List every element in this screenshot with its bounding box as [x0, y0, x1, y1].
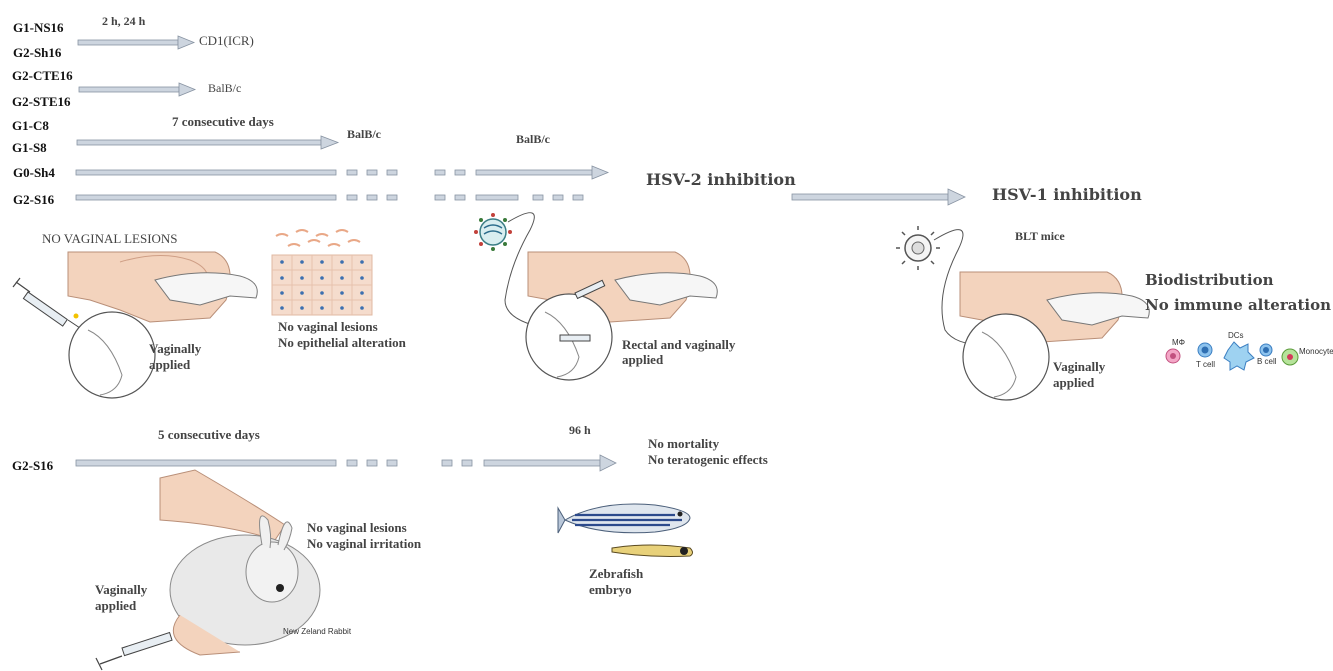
group-label-g2-ste16: G2-STE16 [12, 94, 71, 109]
label-hsv1-inhibition: HSV-1 inhibition [992, 185, 1142, 204]
heading-no-vaginal-lesions: NO VAGINAL LESIONS [42, 231, 178, 246]
virus-hsv1-icon [896, 226, 940, 270]
label-7-consecutive-days: 7 consecutive days [172, 114, 274, 129]
arrow-balbc-1 [78, 82, 197, 97]
connector-line-hsv1 [933, 229, 986, 346]
label-monocyte: Monocyte [1299, 347, 1333, 356]
label-5-consecutive-days: 5 consecutive days [158, 427, 260, 442]
label-balbc-1: BalB/c [208, 81, 242, 95]
group-label-g2-s16: G2-S16 [13, 192, 55, 207]
label-tissue-line1: No vaginal lesions [278, 319, 378, 334]
label-rabbit-line1: No vaginal lesions [307, 520, 407, 535]
label-b-cell: B cell [1257, 357, 1277, 366]
label-96h: 96 h [569, 423, 591, 437]
label-blt-mice: BLT mice [1015, 229, 1065, 243]
label-applied-left: applied [149, 357, 191, 372]
hand-holding-mouse-illustration-middle [525, 251, 718, 381]
label-rectal-vaginally: Rectal and vaginally [622, 337, 736, 352]
hand-holding-mouse-illustration-right [959, 271, 1150, 401]
label-cd1-icr: CD1(ICR) [199, 33, 254, 48]
arrow-bottom-g2-s16 [75, 454, 617, 472]
virus-hsv2-icon [474, 213, 512, 251]
label-t-cell: T cell [1196, 360, 1215, 369]
label-no-immune-alteration: No immune alteration [1145, 296, 1332, 314]
arrow-7-days [76, 135, 340, 150]
arrow-g2-s16 [75, 194, 584, 201]
label-macrophage: MΦ [1172, 338, 1186, 347]
label-rabbit-caption: New Zeland Rabbit [283, 627, 352, 636]
group-label-g1-s8: G1-S8 [12, 140, 47, 155]
zebrafish-illustration [557, 503, 693, 557]
label-vaginally-bottom: Vaginally [95, 582, 148, 597]
group-label-g2-s16-bottom: G2-S16 [12, 458, 54, 473]
arrow-g0-sh4 [75, 165, 610, 180]
label-applied-middle: applied [622, 352, 664, 367]
label-biodistribution: Biodistribution [1145, 271, 1274, 289]
group-label-g1-ns16: G1-NS16 [13, 20, 64, 35]
connector-line-hsv2 [504, 212, 546, 329]
label-hsv2-inhibition: HSV-2 inhibition [646, 170, 796, 189]
label-zebrafish: Zebrafish [589, 566, 644, 581]
rabbit-illustration [95, 469, 321, 671]
epithelium-tissue-illustration [271, 229, 373, 316]
label-balbc-3: BalB/c [516, 132, 551, 146]
label-dcs: DCs [1228, 331, 1244, 340]
label-tissue-line2: No epithelial alteration [278, 335, 406, 350]
immune-cells-illustration [1165, 341, 1299, 371]
label-balbc-2: BalB/c [347, 127, 382, 141]
label-vaginally-left: Vaginally [149, 341, 202, 356]
label-embryo: embryo [589, 582, 632, 597]
label-rabbit-line2: No vaginal irritation [307, 536, 422, 551]
label-2h-24h: 2 h, 24 h [102, 14, 146, 28]
syringe-icon [12, 277, 81, 329]
hand-holding-mouse-illustration [67, 251, 258, 399]
arrow-hsv2-to-hsv1 [791, 188, 966, 206]
arrow-cd1 [77, 35, 196, 50]
label-vaginally-right: Vaginally [1053, 359, 1106, 374]
group-label-g1-c8: G1-C8 [12, 118, 49, 133]
group-label-g0-sh4: G0-Sh4 [13, 165, 55, 180]
label-applied-bottom: applied [95, 598, 137, 613]
label-no-teratogenic: No teratogenic effects [648, 452, 768, 467]
group-label-g2-sh16: G2-Sh16 [13, 45, 62, 60]
group-label-g2-cte16: G2-CTE16 [12, 68, 73, 83]
label-no-mortality: No mortality [648, 436, 720, 451]
label-applied-right: applied [1053, 375, 1095, 390]
